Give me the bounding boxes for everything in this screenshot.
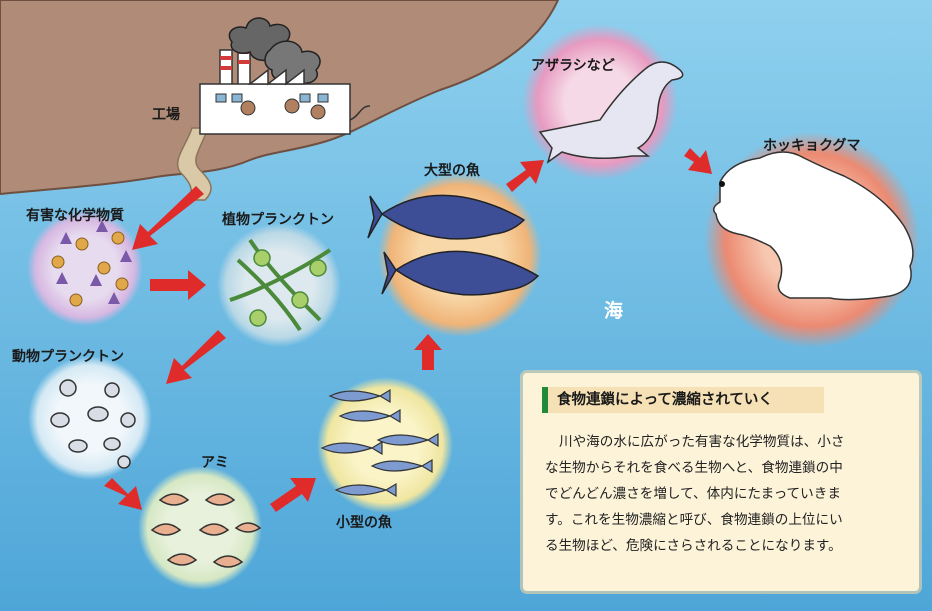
explanation-body: 川や海の水に広がった有害な化学物質は、小さ な生物からそれを食べる生物へと、食物… [545, 429, 907, 559]
arrow-phyto-to-zoo [166, 330, 226, 384]
large-fish-label: 大型の魚 [424, 163, 480, 179]
polar-bear-icon [713, 151, 914, 301]
phytoplankton-icon [229, 238, 332, 332]
food-chain-arrows [104, 148, 712, 512]
chemicals-circle [27, 210, 143, 326]
arrow-small-to-large [414, 334, 442, 370]
sea-label: 海 [604, 300, 624, 322]
polar-bear-label: ホッキョクグマ [763, 138, 861, 154]
small-fish-circle [317, 377, 453, 513]
zooplankton-label: 動物プランクトン [12, 349, 124, 365]
arrow-large-to-seal [506, 160, 544, 192]
explanation-line: な生物からそれを食べる生物へと、食物連鎖の中 [545, 460, 843, 476]
arrow-chem-to-phyto [150, 270, 206, 300]
seal-label: アザラシなど [531, 58, 615, 74]
arrow-krill-to-small [270, 478, 316, 512]
zooplankton-icon [50, 379, 136, 469]
explanation-line: る生物ほど、危険にさらされることになります。 [545, 538, 842, 554]
explanation-title: 食物連鎖によって濃縮されていく [542, 387, 824, 413]
arrow-chemicals [132, 186, 204, 250]
chemicals-label: 有害な化学物質 [26, 208, 124, 224]
factory-icon [199, 17, 371, 135]
small-fish-icon [320, 388, 439, 498]
seal-icon [538, 61, 684, 164]
krill-label: アミ [201, 455, 229, 471]
factory-label: 工場 [152, 107, 180, 123]
krill-icon [150, 493, 262, 568]
tuna-icon [367, 194, 540, 296]
explanation-line: でどんどん濃さを増して、体内にたまっていきま [545, 486, 841, 502]
chemical-particles-icon [51, 220, 132, 307]
arrow-seal-to-bear [684, 148, 712, 174]
phytoplankton-label: 植物プランクトン [222, 212, 334, 228]
explanation-line: 川や海の水に広がった有害な化学物質は、小さ [559, 434, 845, 450]
explanation-line: す。これを生物濃縮と呼び、食物連鎖の上位にい [545, 512, 843, 528]
explanation-box: 食物連鎖によって濃縮されていく 川や海の水に広がった有害な化学物質は、小さ な生… [523, 373, 919, 591]
arrow-zoo-to-krill [104, 478, 142, 510]
small-fish-label: 小型の魚 [336, 515, 392, 531]
phytoplankton-circle [217, 223, 341, 347]
